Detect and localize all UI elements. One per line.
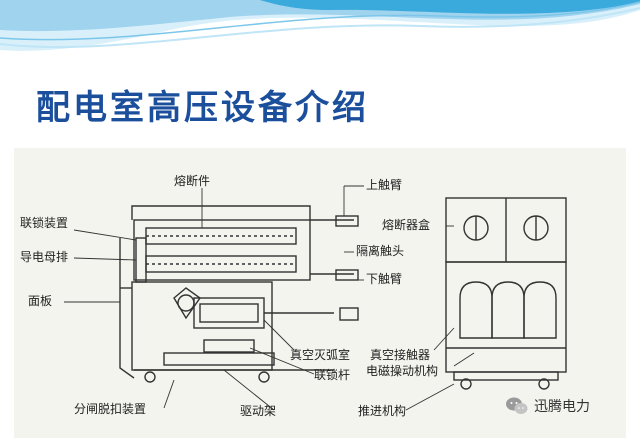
wave-graphic — [0, 0, 640, 70]
watermark: 迅腾电力 — [506, 396, 590, 416]
switchgear-diagram: 熔断件 上触臂 联锁装置 隔离触头 熔断器盒 导电母排 下触臂 面板 真空灭弧室… — [14, 148, 626, 438]
label-fuse-box: 熔断器盒 — [382, 218, 431, 232]
watermark-text: 迅腾电力 — [534, 399, 590, 415]
label-vacuum-chamber: 真空灭弧室 — [290, 348, 351, 362]
label-lower-contact-arm: 下触臂 — [366, 272, 403, 286]
header-wave-banner — [0, 0, 640, 70]
label-vacuum-contactor: 真空接触器 — [370, 348, 431, 362]
label-trip-device: 分闸脱扣装置 — [74, 402, 147, 416]
label-isolating-contact: 隔离触头 — [356, 244, 405, 258]
label-interlock-rod: 联锁杆 — [314, 368, 351, 382]
slide-title: 配电室高压设备介绍 — [36, 88, 369, 128]
label-interlock-device: 联锁装置 — [20, 216, 69, 230]
label-busbar: 导电母排 — [20, 250, 69, 264]
label-electromagnetic-mechanism: 电磁操动机构 — [366, 364, 439, 378]
switchgear-drawing — [64, 185, 567, 411]
label-propulsion-mechanism: 推进机构 — [358, 404, 407, 418]
label-panel: 面板 — [28, 294, 53, 308]
label-drive-frame: 驱动架 — [240, 404, 277, 418]
wechat-icon — [506, 397, 528, 414]
label-upper-contact-arm: 上触臂 — [366, 178, 403, 192]
label-fuse-component: 熔断件 — [174, 174, 211, 188]
